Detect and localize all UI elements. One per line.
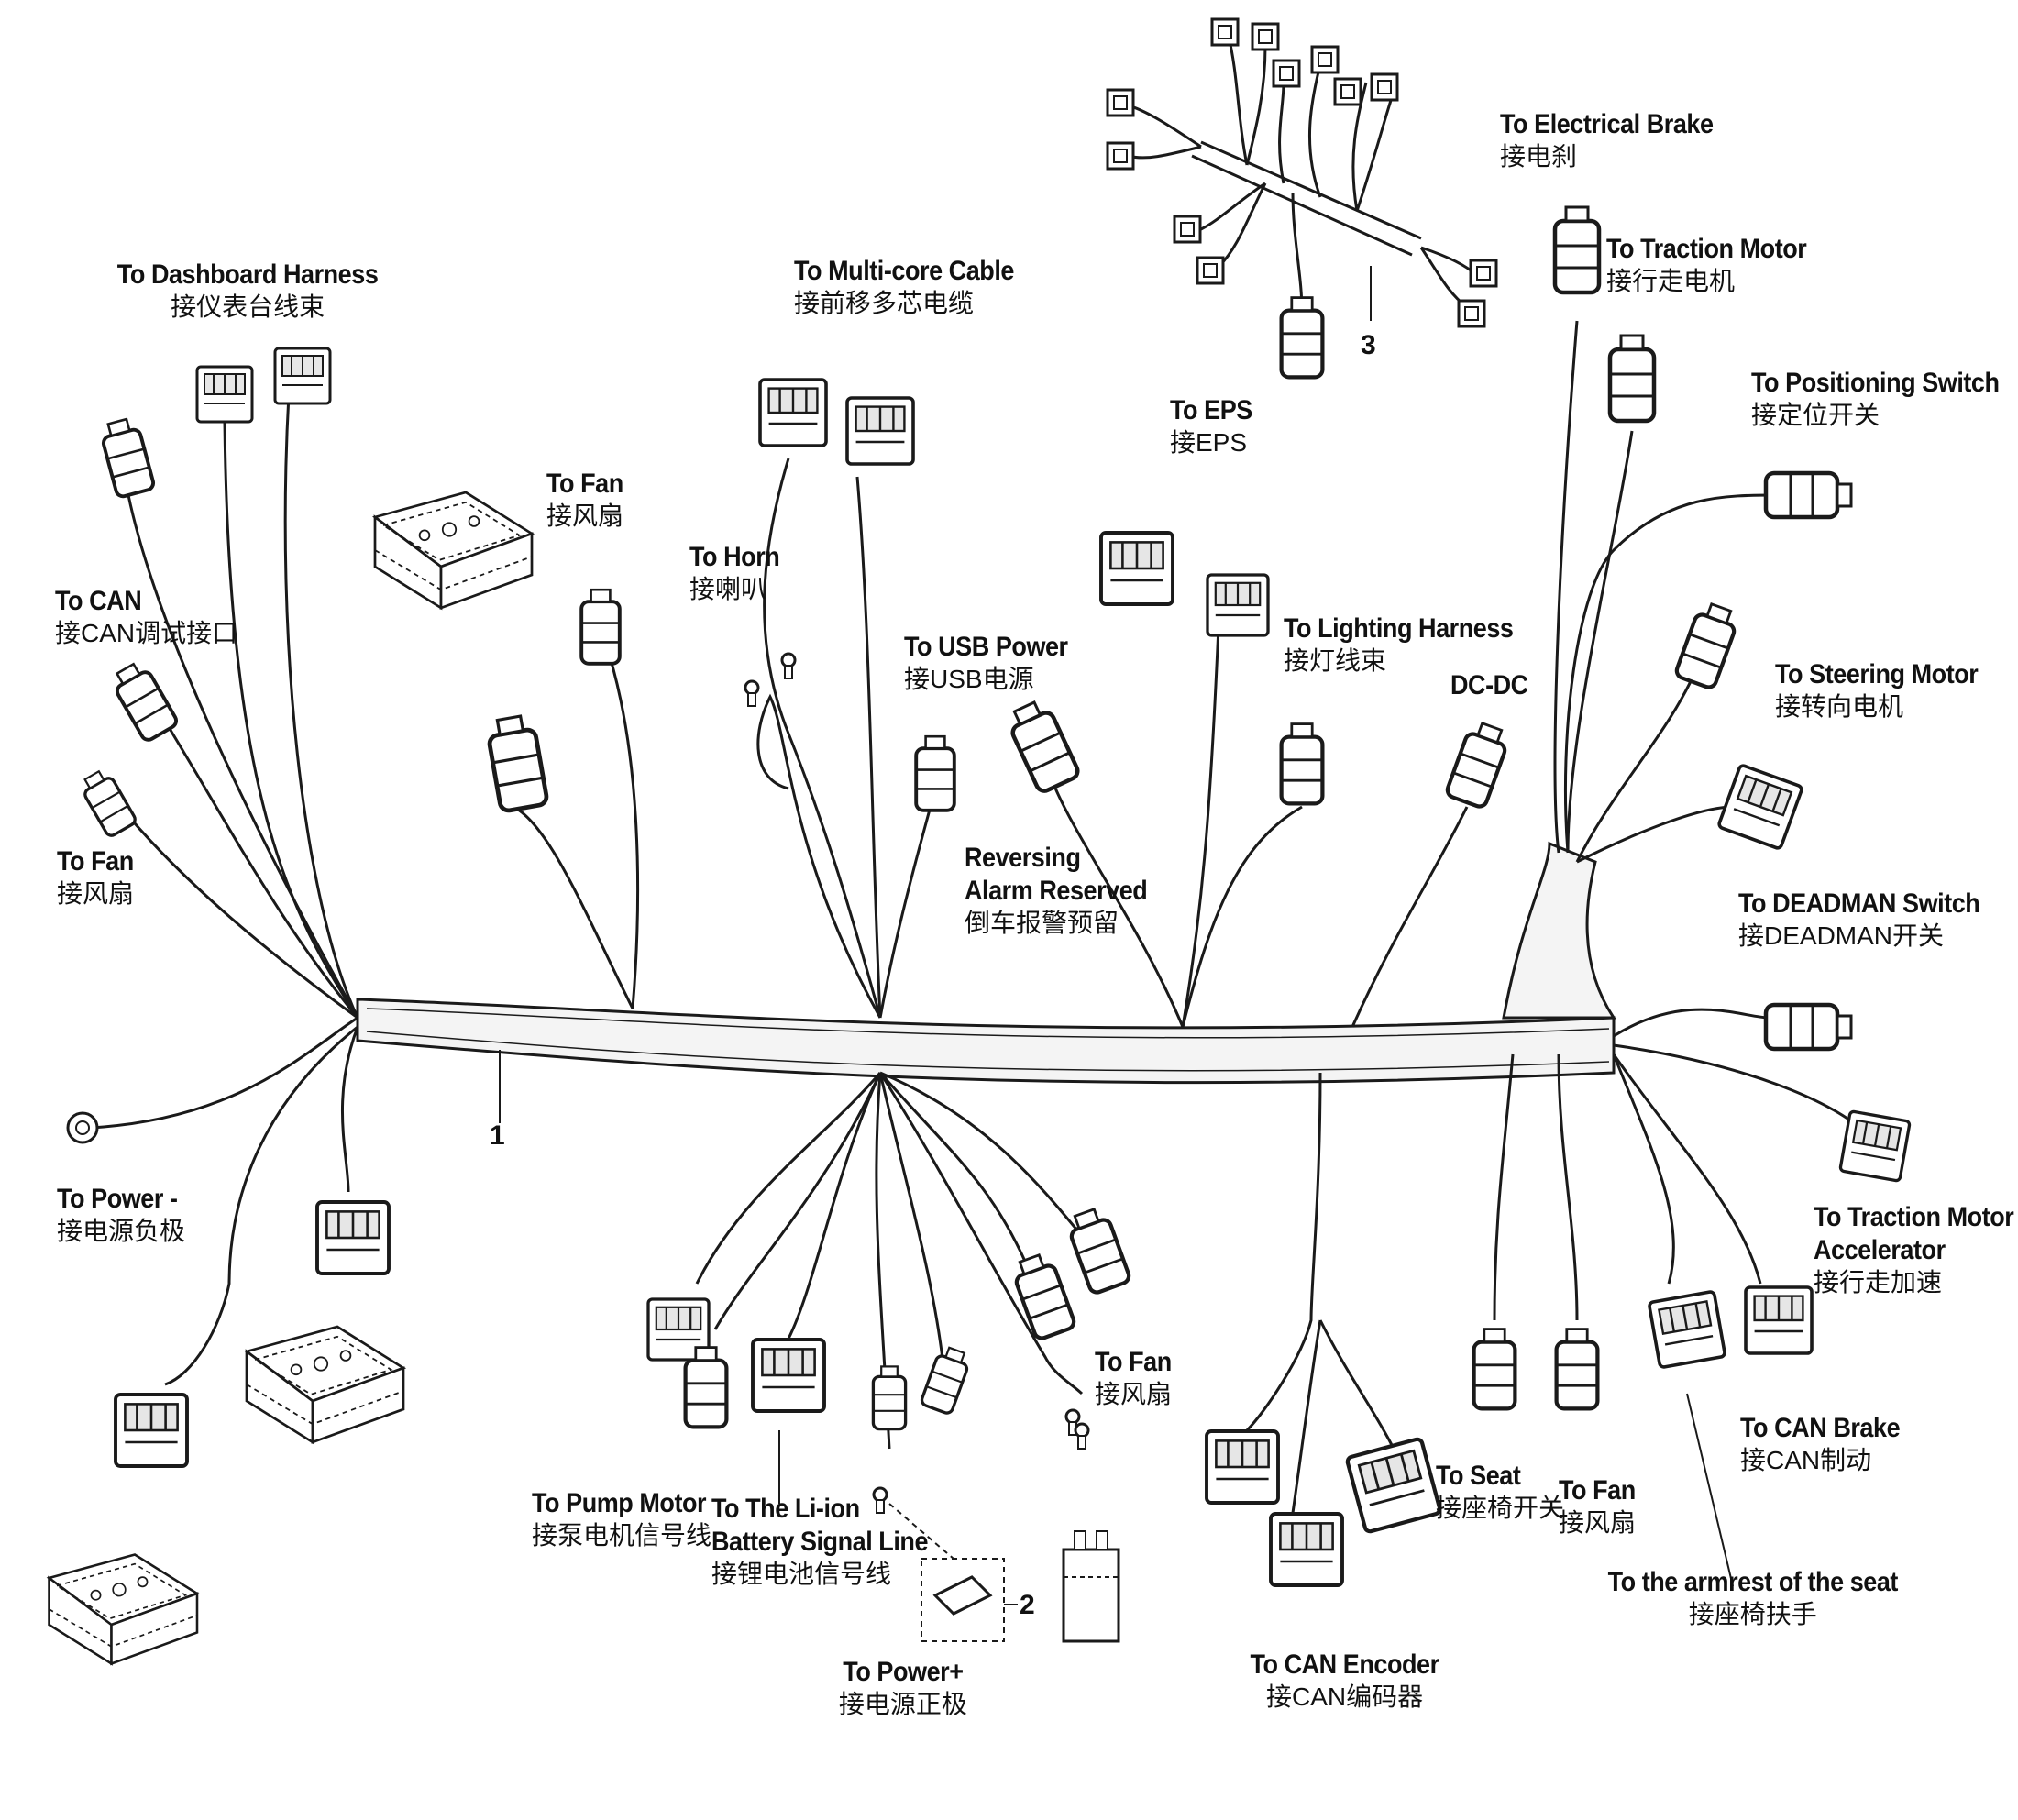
label-cn: 接EPS [1170,428,1248,457]
label-en: To DEADMAN Switch [1738,888,1980,919]
label-cn: 接电源负极 [57,1217,186,1245]
label-cn: 接CAN制动 [1740,1446,1872,1474]
label-seat-switch: To Seat 接座椅开关 [1436,1460,1564,1524]
label-en: To the armrest of the seat [1607,1567,1899,1597]
label-deadman-switch: To DEADMAN Switch 接DEADMAN开关 [1738,888,2007,952]
label-cn: 接仪表台线束 [171,292,325,321]
label-traction-motor: To Traction Motor 接行走电机 [1606,233,1829,297]
label-en: To Traction Motor [1814,1202,2014,1232]
label-cn: 接座椅扶手 [1688,1600,1817,1628]
callout-3: 3 [1361,330,1376,360]
label-en: To Pump Motor [532,1488,707,1518]
label-cn: 接灯线束 [1284,646,1387,675]
label-en: To Dashboard Harness [116,259,379,290]
label-dc-dc: DC-DC [1450,669,1537,702]
label-en: To Power - [57,1184,178,1214]
callout-2: 2 [1020,1590,1035,1620]
label-cn: 接风扇 [1095,1380,1173,1408]
label-usb-power: To USB Power 接USB电源 [904,631,1086,695]
label-en: To Fan [546,469,623,499]
label-can-brake: To CAN Brake 接CAN制动 [1740,1412,1917,1476]
label-cn: 接喇叭 [689,575,767,603]
label-cn: 接CAN编码器 [1266,1682,1424,1711]
label-dashboard-harness: To Dashboard Harness 接仪表台线束 [103,259,392,323]
label-cn: 接风扇 [546,502,624,530]
connectors [48,17,1912,1665]
callout-1: 1 [490,1120,505,1151]
label-traction-accelerator: To Traction Motor Accelerator 接行走加速 [1814,1201,2018,1298]
label-en: To USB Power [904,632,1068,662]
label-eps: To EPS 接EPS [1170,394,1262,458]
label-power-positive: To Power+ 接电源正极 [836,1656,970,1720]
label-cn: 接行走电机 [1606,267,1736,295]
label-li-ion-battery: To The Li-ion Battery Signal Line 接锂电池信号… [711,1493,952,1590]
label-cn: 接风扇 [57,879,135,908]
label-en: To Multi-core Cable [794,256,1014,286]
label-power-negative: To Power - 接电源负极 [57,1183,191,1247]
label-cn: 接座椅开关 [1436,1494,1565,1522]
label-en: To Lighting Harness [1284,613,1514,644]
label-en: Reversing [965,843,1081,873]
label-can-encoder: To CAN Encoder 接CAN编码器 [1240,1649,1450,1713]
label-electrical-brake: To Electrical Brake 接电刹 [1500,108,1737,172]
label-cn: 接电刹 [1500,142,1578,171]
label-cn: 接电源正极 [838,1690,967,1718]
label-cn: 接风扇 [1559,1508,1637,1537]
label-fan-mid: To Fan 接风扇 [1095,1346,1180,1410]
main-trunk [356,841,1616,1123]
label-en: To Fan [57,846,134,877]
label-en: Alarm Reserved [965,876,1148,906]
label-en: To Seat [1436,1461,1521,1491]
label-fan-left: To Fan 接风扇 [57,845,142,910]
label-en: To The Li-ion [711,1494,860,1524]
label-horn: To Horn 接喇叭 [689,541,789,605]
label-en: Battery Signal Line [711,1527,929,1557]
label-en: To EPS [1170,395,1252,425]
label-cn: 接定位开关 [1751,401,1880,429]
label-cn: 倒车报警预留 [965,909,1119,937]
label-cn: 接转向电机 [1775,692,1904,721]
label-en: To Traction Motor [1606,234,1807,264]
label-lighting-harness: To Lighting Harness 接灯线束 [1284,612,1538,677]
label-cn: 接DEADMAN开关 [1738,921,1945,950]
label-cn: 接行走加速 [1814,1268,1943,1296]
label-en: To Power+ [843,1657,964,1687]
label-cn: 接前移多芯电缆 [794,289,975,317]
label-cn: 接泵电机信号线 [532,1521,712,1550]
label-cn: 接CAN调试接口 [55,619,238,647]
label-cn: 接锂电池信号线 [711,1560,892,1588]
label-steering-motor: To Steering Motor 接转向电机 [1775,658,2001,722]
label-can-debug: To CAN 接CAN调试接口 [55,585,237,649]
label-en: To Electrical Brake [1500,109,1714,139]
label-en: To Steering Motor [1775,659,1979,689]
label-en: To CAN [55,586,142,616]
label-seat-armrest: To the armrest of the seat 接座椅扶手 [1592,1566,1914,1630]
label-cn: 接USB电源 [904,665,1034,693]
label-en: To Positioning Switch [1751,368,2000,398]
label-en: To CAN Encoder [1250,1649,1439,1680]
label-pump-motor: To Pump Motor 接泵电机信号线 [532,1487,725,1551]
wire-branches [91,320,1872,1514]
label-fan-top: To Fan 接风扇 [546,468,632,532]
label-en: To CAN Brake [1740,1413,1901,1443]
label-multicore-cable: To Multi-core Cable 接前移多芯电缆 [794,255,1039,319]
label-positioning-switch: To Positioning Switch 接定位开关 [1751,367,2018,431]
label-reversing-alarm: Reversing Alarm Reserved 倒车报警预留 [965,842,1167,939]
label-en: DC-DC [1450,670,1528,700]
label-en: Accelerator [1814,1235,1946,1265]
label-en: To Fan [1095,1347,1172,1377]
label-en: To Horn [689,542,780,572]
label-en: To Fan [1559,1475,1636,1506]
label-fan-right: To Fan 接风扇 [1559,1474,1644,1539]
